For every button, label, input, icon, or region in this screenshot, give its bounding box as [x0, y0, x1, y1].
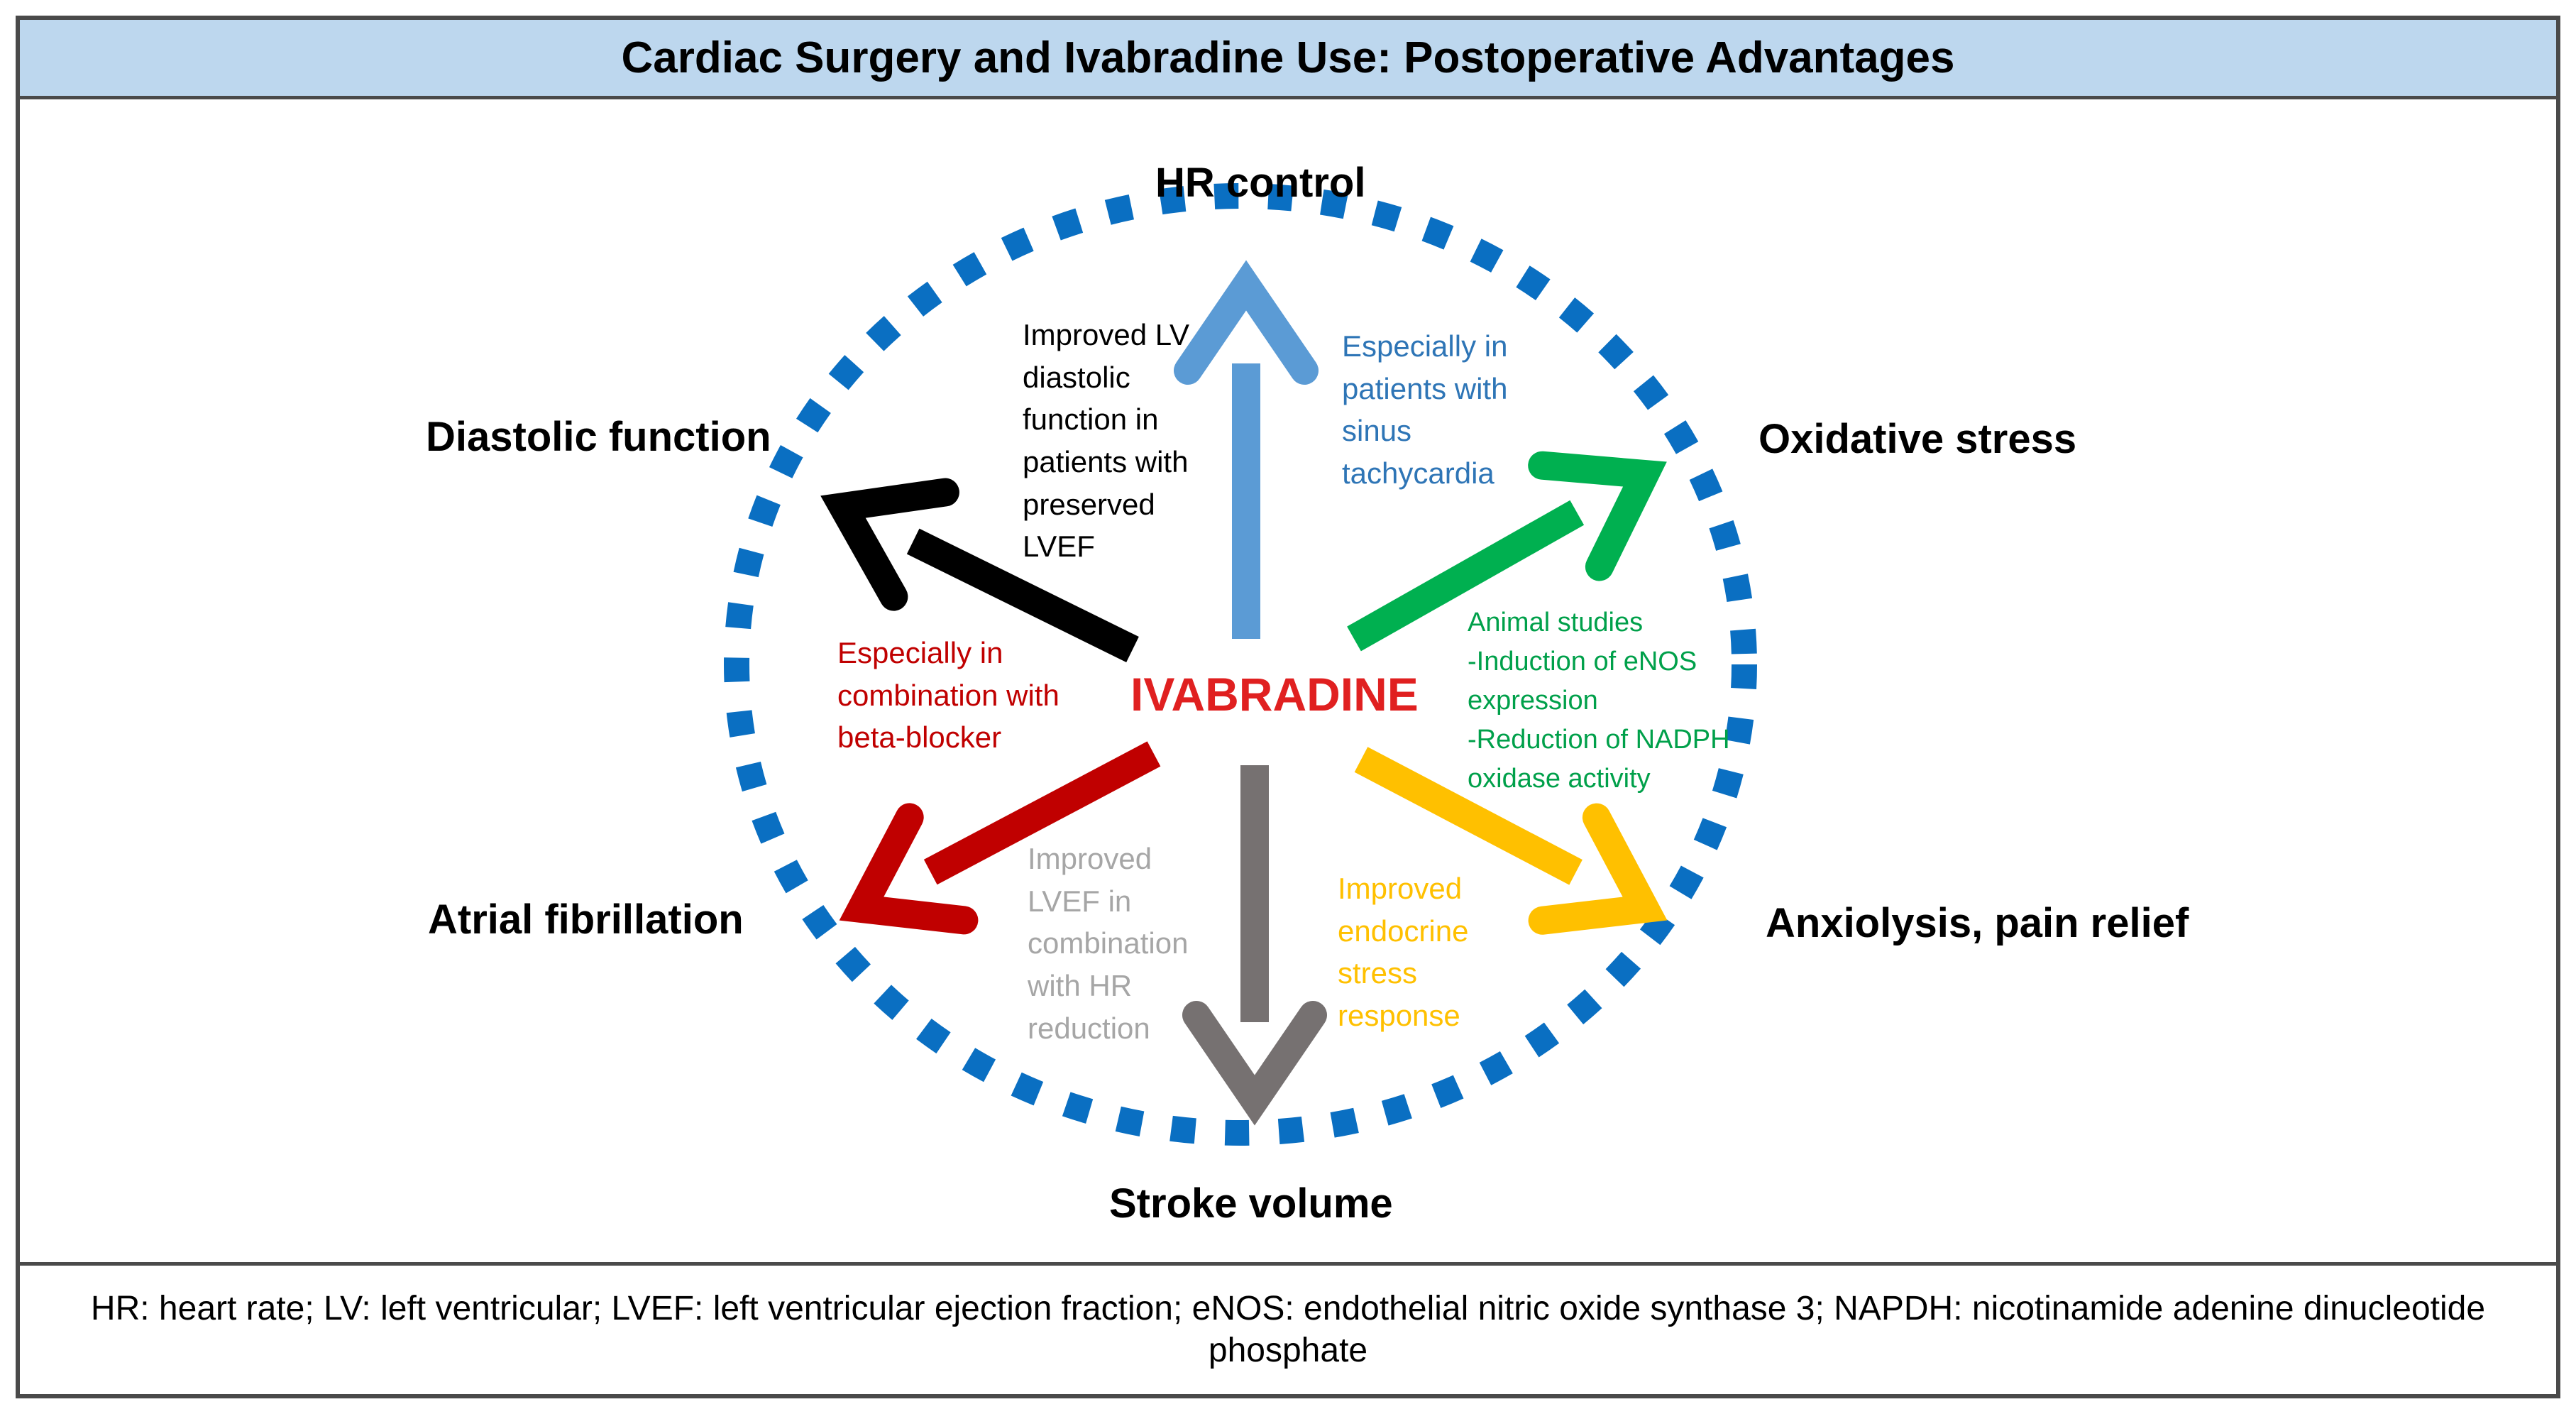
- arrow-shaft-anxiolysis: [1354, 747, 1583, 885]
- footer-abbreviations: HR: heart rate; LV: left ventricular; LV…: [20, 1262, 2556, 1394]
- effect-note-atrial-fibrillation: Especially in combination with beta-bloc…: [837, 636, 1059, 755]
- effect-label-diastolic-function: Diastolic function: [426, 414, 771, 460]
- effect-label-anxiolysis: Anxiolysis, pain relief: [1766, 900, 2189, 946]
- arrow-shaft-diastolic-function: [906, 528, 1139, 662]
- arrow-shaft-atrial-fibrillation: [923, 741, 1161, 885]
- effect-note-hr-control: Especially in patients with sinus tachyc…: [1342, 329, 1508, 490]
- arrow-head-stroke-volume: [1182, 1001, 1327, 1126]
- arrow-head-atrial-fibrillation: [839, 803, 979, 935]
- effect-label-hr-control: HR control: [1155, 160, 1366, 206]
- dotted-ring: [724, 183, 1757, 1146]
- center-label: IVABRADINE: [1130, 668, 1419, 720]
- effect-note-anxiolysis: Improved endocrine stress response: [1338, 872, 1469, 1032]
- arrow-head-hr-control: [1174, 260, 1319, 385]
- effect-label-stroke-volume: Stroke volume: [1109, 1180, 1393, 1227]
- figure-frame: Cardiac Surgery and Ivabradine Use: Post…: [16, 16, 2560, 1398]
- diagram-canvas: [724, 183, 1757, 1146]
- effect-label-oxidative-stress: Oxidative stress: [1758, 416, 2077, 462]
- effect-label-atrial-fibrillation: Atrial fibrillation: [428, 897, 744, 943]
- diagram-area: HR control Oxidative stress Anxiolysis, …: [20, 99, 2556, 1264]
- arrow-head-anxiolysis: [1528, 803, 1668, 935]
- figure-title: Cardiac Surgery and Ivabradine Use: Post…: [621, 33, 1955, 82]
- footer-text: HR: heart rate; LV: left ventricular; LV…: [90, 1289, 2486, 1369]
- effect-note-stroke-volume: Improved LVEF in combination with HR red…: [1028, 842, 1189, 1045]
- effect-note-oxidative-stress: Animal studies -Induction of eNOS expres…: [1468, 608, 1730, 794]
- arrow-group: [820, 260, 1668, 1126]
- effect-note-diastolic-function: Improved LV diastolic function in patien…: [1023, 318, 1189, 564]
- arrow-shaft-oxidative-stress: [1347, 500, 1585, 652]
- arrow-head-diastolic-function: [820, 478, 959, 611]
- arrow-head-oxidative-stress: [1528, 451, 1667, 581]
- title-bar: Cardiac Surgery and Ivabradine Use: Post…: [20, 20, 2556, 99]
